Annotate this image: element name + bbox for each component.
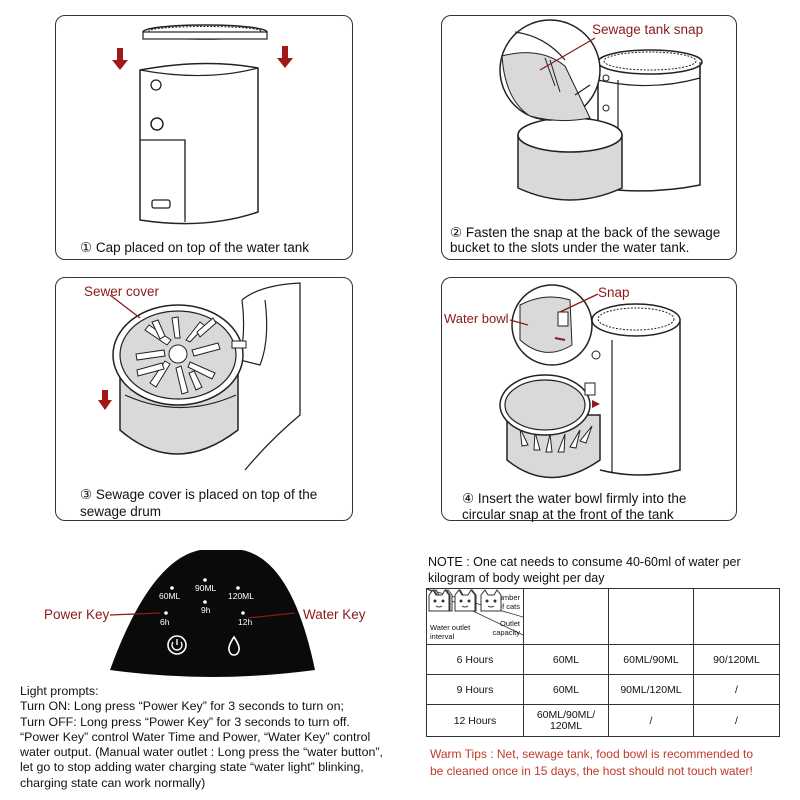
step2-caption-line2: bucket to the slots under the water tank… <box>450 240 690 255</box>
row-interval: 9 Hours <box>426 674 524 705</box>
power-key-label: Power Key <box>44 607 110 622</box>
label-120ml: 120ML <box>228 591 254 601</box>
light-prompts-title: Light prompts: <box>20 684 99 698</box>
cat-icon-2 <box>429 588 694 645</box>
note-line1: NOTE : One cat needs to consume 40-60ml … <box>428 555 741 569</box>
snap-label: Snap <box>598 285 630 300</box>
cat-icon-1 <box>431 588 609 645</box>
step2-caption-line1: ② Fasten the snap at the back of the sew… <box>450 225 721 240</box>
table-row: 9 Hours 60ML 90ML/120ML / <box>426 674 780 705</box>
row-cell: 60ML/90ML/ 120ML <box>523 704 609 737</box>
row-cell: 60ML <box>523 674 609 705</box>
cat-icon-3 <box>428 588 780 645</box>
row-cell: 90ML/120ML <box>608 674 694 705</box>
step4-caption-line1: ④ Insert the water bowl firmly into the <box>462 491 687 506</box>
light-prompt-line: Turn ON: Long press “Power Key” for 3 se… <box>20 699 344 714</box>
row-cell: / <box>693 674 780 705</box>
step3-caption-line1: ③ Sewage cover is placed on top of the <box>80 487 318 502</box>
number-of-cats-label: Number of cats <box>493 593 520 611</box>
light-prompt-line: let go to stop adding water charging sta… <box>20 760 364 775</box>
light-prompt-line: “Power Key” control Water Time and Power… <box>20 729 371 744</box>
label-90ml: 90ML <box>195 583 217 593</box>
row-interval: 12 Hours <box>426 704 524 737</box>
row-cell: 60ML/90ML <box>608 644 694 675</box>
table-row: 12 Hours 60ML/90ML/ 120ML / / <box>426 704 780 737</box>
sewer-cover-label: Sewer cover <box>84 284 160 299</box>
row-interval: 6 Hours <box>426 644 524 675</box>
row-cell: 90/120ML <box>693 644 780 675</box>
label-9h: 9h <box>201 605 211 615</box>
label-60ml: 60ML <box>159 591 181 601</box>
water-bowl-label: Water bowl <box>444 311 509 326</box>
table-row: 6 Hours 60ML 60ML/90ML 90/120ML <box>426 644 780 675</box>
light-prompts: Light prompts: Turn ON: Long press “Powe… <box>20 684 420 791</box>
light-prompt-line: Turn OFF: Long press “Power Key” for 3 s… <box>20 714 350 729</box>
label-6h: 6h <box>160 617 170 627</box>
water-capacity-table: Number of cats Outlet capacity Water out… <box>426 588 780 737</box>
warm-tips-line2: be cleaned once in 15 days, the host sho… <box>430 764 753 778</box>
outlet-capacity-label: Outlet capacity <box>492 619 520 637</box>
sewage-tank-snap-label: Sewage tank snap <box>592 22 704 37</box>
note-line2: kilogram of body weight per day <box>428 571 605 585</box>
warm-tips: Warm Tips : Net, sewage tank, food bowl … <box>430 746 780 780</box>
row-cell: / <box>608 704 694 737</box>
step1-caption: ① Cap placed on top of the water tank <box>80 240 309 255</box>
water-outlet-interval-label: Water outlet interval <box>430 623 471 641</box>
row-cell: 60ML <box>523 644 609 675</box>
light-prompt-line: charging state can work normally) <box>20 775 206 790</box>
light-prompt-line: water output. (Manual water outlet : Lon… <box>20 745 383 760</box>
step4-caption-line2: circular snap at the front of the tank <box>462 507 674 522</box>
row-cell: / <box>693 704 780 737</box>
warm-tips-line1: Warm Tips : Net, sewage tank, food bowl … <box>430 747 754 761</box>
label-12h: 12h <box>238 617 253 627</box>
water-key-label: Water Key <box>303 607 366 622</box>
step3-caption-line2: sewage drum <box>80 504 162 519</box>
